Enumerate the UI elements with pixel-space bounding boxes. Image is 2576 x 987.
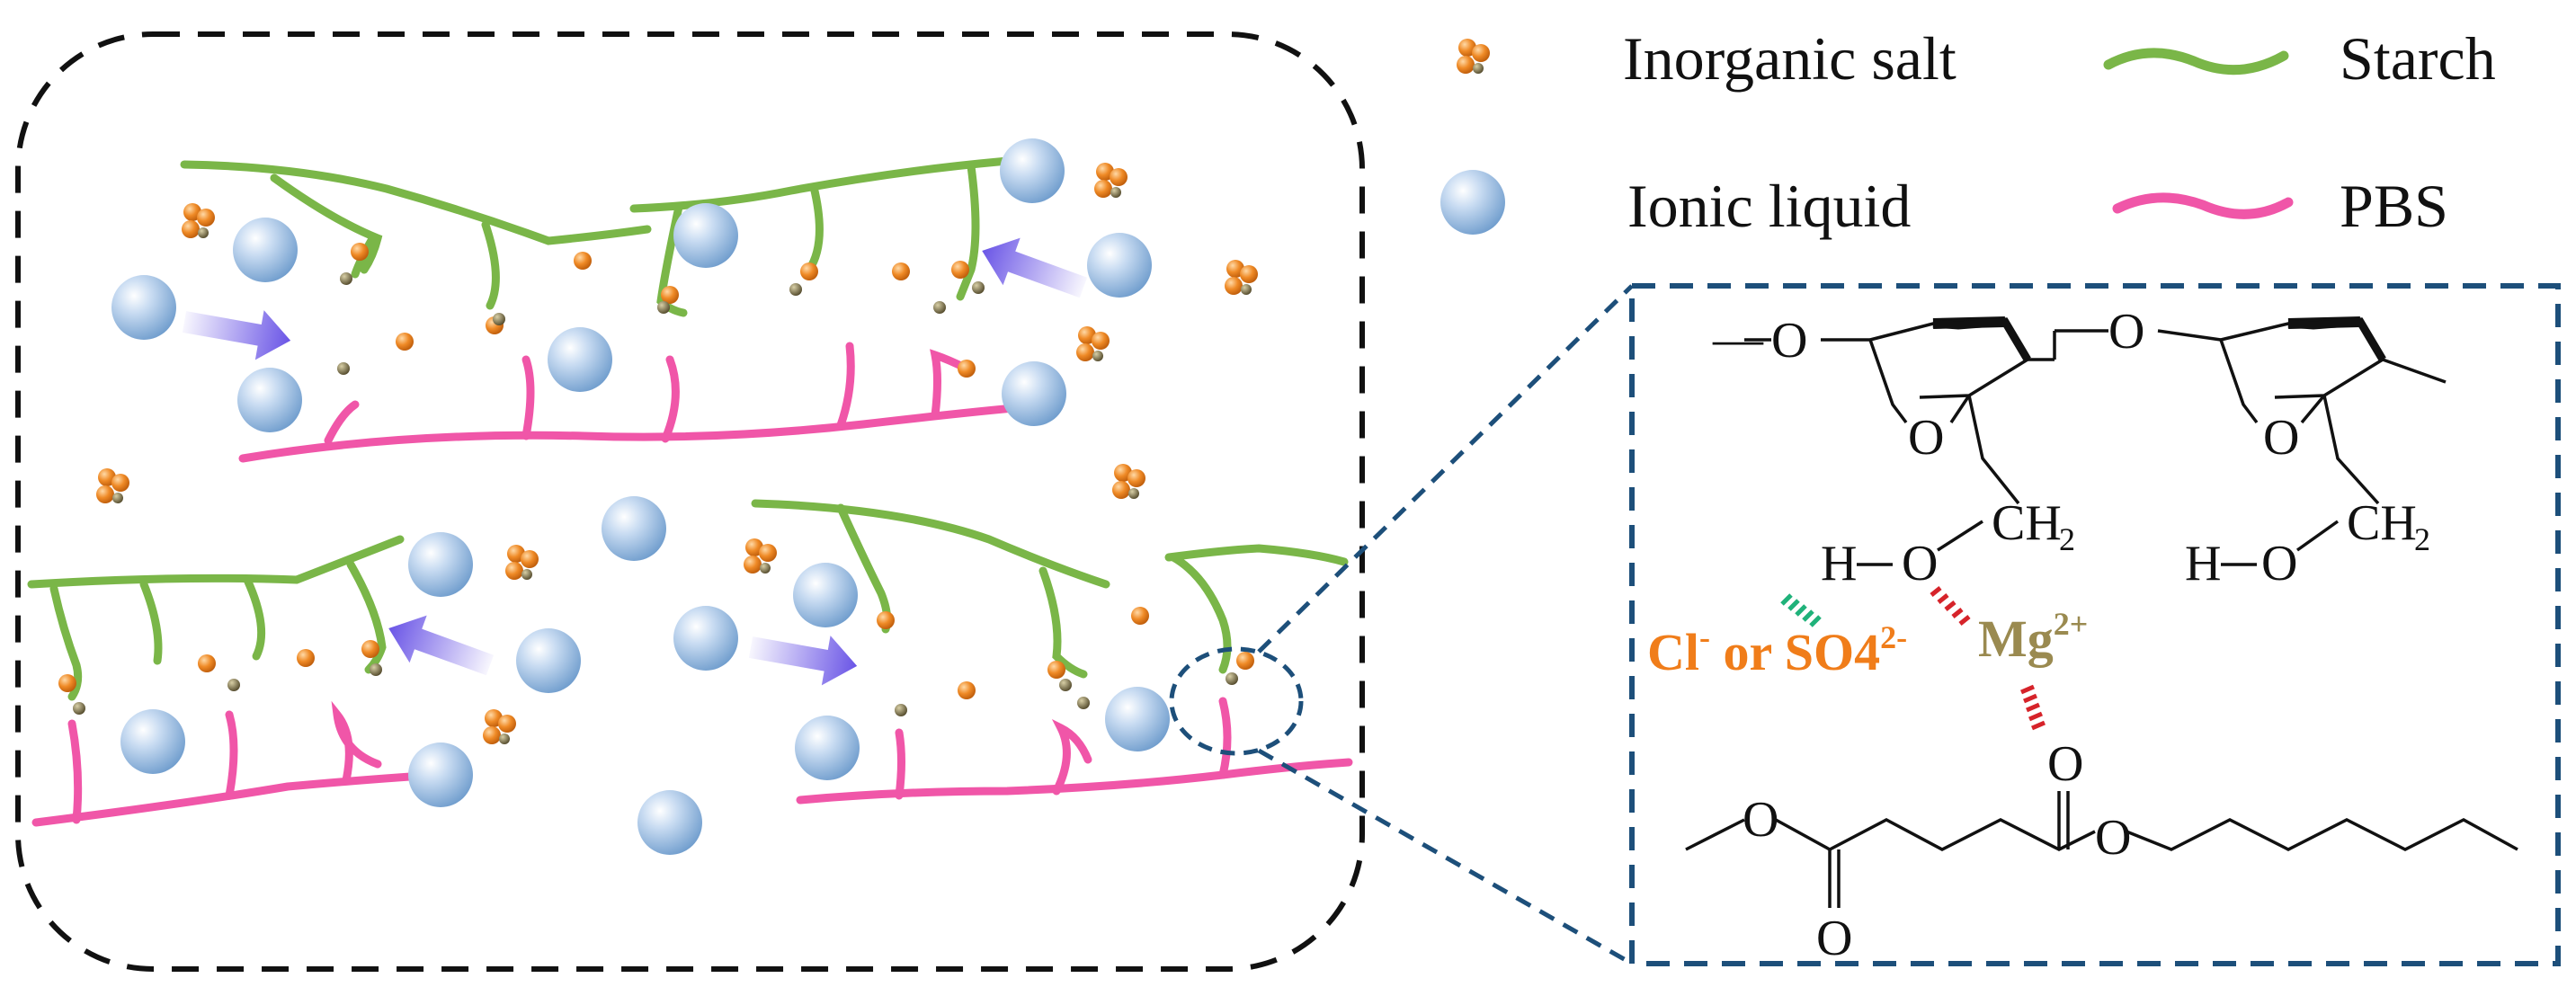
atom-ch-left: CH: [1992, 495, 2062, 551]
atom-o-hydroxyl-right: O: [2261, 536, 2297, 591]
legend: Inorganic salt Starch Ionic liquid PBS: [1440, 24, 2496, 240]
legend-inorganic-salt: Inorganic salt: [1623, 24, 1957, 93]
atom-o-ring-right: O: [2263, 410, 2299, 466]
pbs-repeat-structure: [1685, 791, 2518, 908]
bottom-right-starch-chain: [751, 499, 1349, 679]
bottom-left-starch-chain: [27, 535, 405, 701]
atom-o-bridge-left: O: [1771, 313, 1807, 369]
atom-ch-left-sub: 2: [2059, 521, 2075, 557]
ionic-liquid-icon: [1440, 170, 1505, 235]
h-bond-chloride: [1780, 593, 1822, 627]
atom-ch-right: CH: [2347, 495, 2417, 551]
bottom-right-pbs-chain: [796, 697, 1353, 805]
top-pbs-chain: [238, 342, 1038, 463]
atom-ch-right-sub: 2: [2414, 521, 2430, 557]
inorganic-salt-dots: [58, 243, 1254, 699]
starch-repeat-structure: [1744, 316, 2447, 552]
arrow-left-icon: [973, 227, 1092, 312]
legend-starch: Starch: [2340, 24, 2496, 93]
magnesium-ion: Mg: [1978, 609, 2054, 668]
inorganic-salt-icon: [1457, 39, 1490, 74]
atom-h-left: H: [1821, 536, 1857, 591]
interaction-bonds: [1780, 586, 2046, 731]
magnesium-charge: 2+: [2054, 606, 2089, 642]
zoom-connector-top: [1257, 284, 1634, 654]
sulfate-charge: 2-: [1880, 619, 1907, 655]
atom-h-right: H: [2185, 536, 2221, 591]
arrow-right-icon: [180, 297, 296, 366]
molecular-interaction-panel: [1629, 283, 2561, 966]
coordination-bond-mg-o-pbs: [2020, 684, 2046, 731]
arrow-left-icon: [379, 604, 499, 689]
diffusion-arrows: [180, 227, 1092, 691]
cation-label: Mg2+: [1978, 606, 2088, 668]
pbs-line-icon: [2112, 192, 2294, 219]
atom-o-ring-left: O: [1908, 410, 1944, 466]
atom-o-hydroxyl-left: O: [1902, 536, 1938, 591]
legend-ionic-liquid: Ionic liquid: [1627, 172, 1911, 240]
pbs-atom-labels: O O O O: [1743, 736, 2131, 966]
chloride-ion: Cl: [1647, 623, 1699, 681]
atom-o-ester-2: O: [2095, 810, 2131, 866]
atom-o-ester-1: O: [1743, 792, 1778, 848]
top-starch-chain: [180, 150, 1056, 317]
legend-pbs: PBS: [2340, 172, 2448, 240]
arrow-right-icon: [746, 622, 862, 691]
chloride-charge: -: [1699, 619, 1710, 655]
atom-o-bridge-right: O: [2108, 304, 2144, 360]
starch-atom-labels: — O O O O CH 2 CH 2 H O H O: [1712, 304, 2430, 591]
coordination-bond-mg-o-starch: [1930, 586, 1971, 626]
composite-matrix-frame: [15, 31, 1365, 972]
atom-o-carbonyl-1: O: [1816, 911, 1852, 966]
zoom-region-ellipse: [1169, 646, 1304, 756]
atom-dash: —: [1712, 311, 1764, 367]
bottom-left-pbs-chain: [31, 700, 472, 827]
atom-o-carbonyl-2: O: [2047, 736, 2083, 792]
starch-line-icon: [2103, 48, 2289, 76]
zoom-connector-bottom: [1257, 748, 1634, 966]
or-sulfate-text: or SO4: [1710, 623, 1880, 681]
anion-label: Cl- or SO42-: [1647, 619, 1907, 681]
